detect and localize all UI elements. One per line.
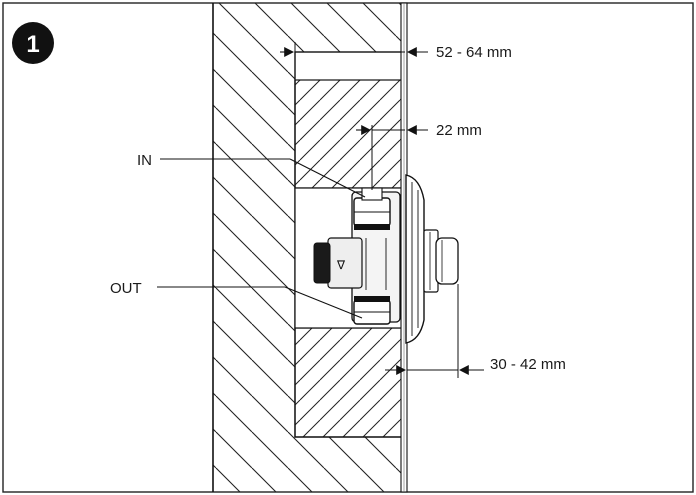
step-badge: 1: [12, 22, 54, 64]
dimension-recess-depth: [280, 42, 428, 80]
flow-marker: ∇: [336, 258, 346, 272]
dimension-recess-depth-label: 52 - 64 mm: [436, 44, 512, 61]
recess-fill-lower: [294, 327, 406, 438]
outlet-leader: [157, 286, 363, 319]
inlet-label: IN: [137, 152, 152, 169]
recess-fill-upper: [294, 79, 406, 189]
dimension-pipe-offset-label: 22 mm: [436, 122, 482, 139]
step-number: 1: [26, 31, 39, 58]
valve-assembly: ∇: [313, 174, 459, 344]
dimension-pipe-offset: [356, 125, 428, 190]
inlet-leader: [160, 158, 366, 198]
cover-plate: [405, 174, 425, 344]
valve-cap: [313, 242, 331, 284]
dimension-protrusion-label: 30 - 42 mm: [490, 356, 566, 373]
dimension-protrusion: [385, 284, 484, 378]
outlet-label: OUT: [110, 280, 142, 297]
push-button: [435, 237, 459, 285]
